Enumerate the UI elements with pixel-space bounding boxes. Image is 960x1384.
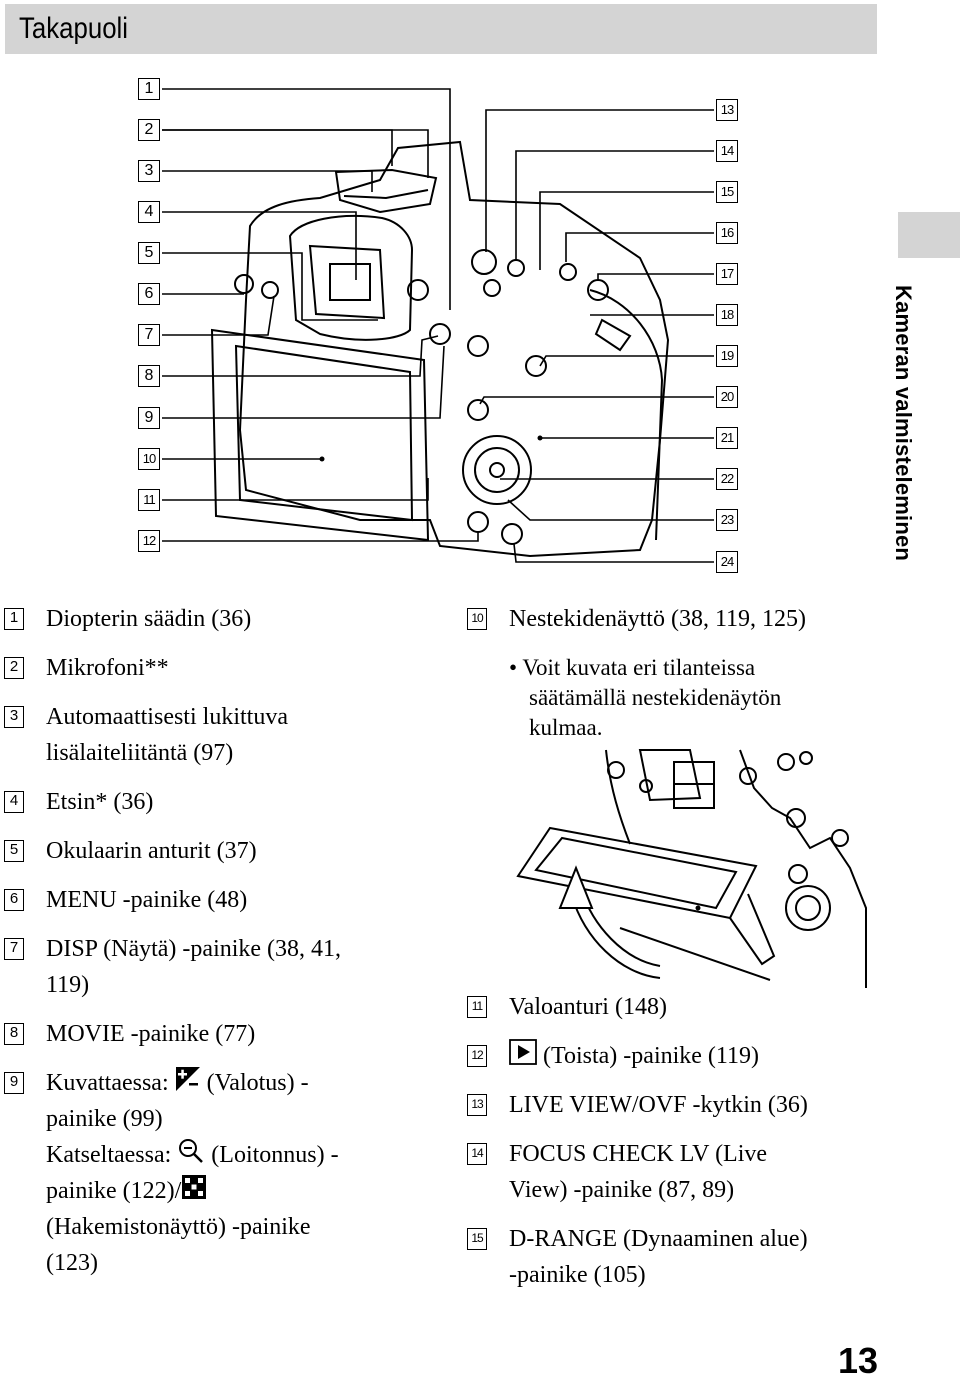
item-number: 4 bbox=[4, 791, 24, 813]
item-text: FOCUS CHECK LV (Live bbox=[509, 1141, 768, 1167]
section-header: Takapuoli bbox=[5, 4, 877, 54]
item-number: 12 bbox=[467, 1045, 487, 1067]
callout-24: 24 bbox=[716, 551, 738, 573]
callout-7: 7 bbox=[138, 324, 160, 346]
callout-18: 18 bbox=[716, 304, 738, 326]
callout-19: 19 bbox=[716, 345, 738, 367]
item-text: (Loitonnus) - bbox=[211, 1142, 339, 1168]
callout-22: 22 bbox=[716, 468, 738, 490]
callout-12: 12 bbox=[138, 530, 160, 552]
item-text: painike (99) bbox=[46, 1106, 163, 1132]
item-text: Etsin* (36) bbox=[46, 789, 154, 815]
bullet-note: säätämällä nestekidenäytön bbox=[529, 685, 782, 710]
callout-11: 11 bbox=[138, 489, 160, 511]
item-text: Diopterin säädin (36) bbox=[46, 606, 252, 632]
bullet-note: • Voit kuvata eri tilanteissa bbox=[509, 655, 756, 680]
item-number: 10 bbox=[467, 608, 487, 630]
callout-20: 20 bbox=[716, 386, 738, 408]
item-number: 14 bbox=[467, 1143, 487, 1165]
callout-8: 8 bbox=[138, 365, 160, 387]
item-text: Okulaarin anturit (37) bbox=[46, 838, 257, 864]
callout-16: 16 bbox=[716, 222, 738, 244]
item-text: Valoanturi (148) bbox=[509, 994, 667, 1020]
item-text: (Toista) -painike (119) bbox=[543, 1043, 760, 1069]
callout-21: 21 bbox=[716, 427, 738, 449]
item-text: painike (122)/ bbox=[46, 1178, 182, 1204]
item-number: 1 bbox=[4, 608, 24, 630]
item-number: 7 bbox=[4, 938, 24, 960]
item-number: 6 bbox=[4, 889, 24, 911]
item-text: 119) bbox=[46, 972, 90, 998]
item-number: 5 bbox=[4, 840, 24, 862]
item-text: DISP (Näytä) -painike (38, 41, bbox=[46, 936, 342, 962]
tilting-lcd-diagram bbox=[516, 749, 867, 988]
index-view-icon bbox=[181, 1174, 207, 1211]
callout-3: 3 bbox=[138, 160, 160, 182]
camera-back-diagram bbox=[162, 88, 714, 563]
item-text: -painike (105) bbox=[509, 1262, 646, 1288]
item-number: 15 bbox=[467, 1228, 487, 1250]
item-text: (Valotus) - bbox=[206, 1070, 309, 1096]
callout-4: 4 bbox=[138, 201, 160, 223]
item-number: 8 bbox=[4, 1023, 24, 1045]
callout-15: 15 bbox=[716, 181, 738, 203]
zoom-out-icon bbox=[177, 1138, 205, 1175]
item-text: MENU -painike (48) bbox=[46, 887, 248, 913]
item-text: D-RANGE (Dynaaminen alue) bbox=[509, 1226, 808, 1252]
section-title: Takapuoli bbox=[19, 12, 129, 45]
item-text: LIVE VIEW/OVF -kytkin (36) bbox=[509, 1092, 808, 1118]
item-text-line: Kuvattaessa: (Valotus) - bbox=[46, 1065, 309, 1103]
callout-5: 5 bbox=[138, 242, 160, 264]
item-text: Kuvattaessa: bbox=[46, 1070, 169, 1096]
side-tab bbox=[898, 212, 960, 258]
item-text: (123) bbox=[46, 1250, 98, 1276]
callout-10: 10 bbox=[138, 448, 160, 470]
item-text-line: (Toista) -painike (119) bbox=[509, 1038, 759, 1076]
item-text: Katseltaessa: bbox=[46, 1142, 172, 1168]
exposure-icon bbox=[175, 1066, 201, 1103]
callout-6: 6 bbox=[138, 283, 160, 305]
item-text: MOVIE -painike (77) bbox=[46, 1021, 256, 1047]
item-number: 3 bbox=[4, 706, 24, 728]
item-number: 11 bbox=[467, 996, 487, 1018]
callout-2: 2 bbox=[138, 119, 160, 141]
play-icon bbox=[509, 1039, 537, 1076]
item-number: 13 bbox=[467, 1094, 487, 1116]
item-text: Mikrofoni** bbox=[46, 655, 169, 681]
item-text: Nestekidenäyttö (38, 119, 125) bbox=[509, 606, 807, 632]
item-text: Automaattisesti lukittuva bbox=[46, 704, 288, 730]
item-number: 2 bbox=[4, 657, 24, 679]
item-number: 9 bbox=[4, 1072, 24, 1094]
bullet-note: kulmaa. bbox=[529, 715, 603, 740]
callout-1: 1 bbox=[138, 78, 160, 100]
callout-14: 14 bbox=[716, 140, 738, 162]
item-text-line: painike (122)/ bbox=[46, 1173, 207, 1211]
callout-9: 9 bbox=[138, 407, 160, 429]
callout-17: 17 bbox=[716, 263, 738, 285]
callout-13: 13 bbox=[716, 99, 738, 121]
item-text: (Hakemistonäyttö) -painike bbox=[46, 1214, 311, 1240]
item-text-line: Katseltaessa: (Loitonnus) - bbox=[46, 1137, 339, 1175]
page-number: 13 bbox=[837, 1340, 878, 1381]
callout-23: 23 bbox=[716, 509, 738, 531]
item-text: View) -painike (87, 89) bbox=[509, 1177, 735, 1203]
side-chapter-label: Kameran valmisteleminen bbox=[891, 285, 916, 562]
item-text: lisälaiteliitäntä (97) bbox=[46, 740, 234, 766]
